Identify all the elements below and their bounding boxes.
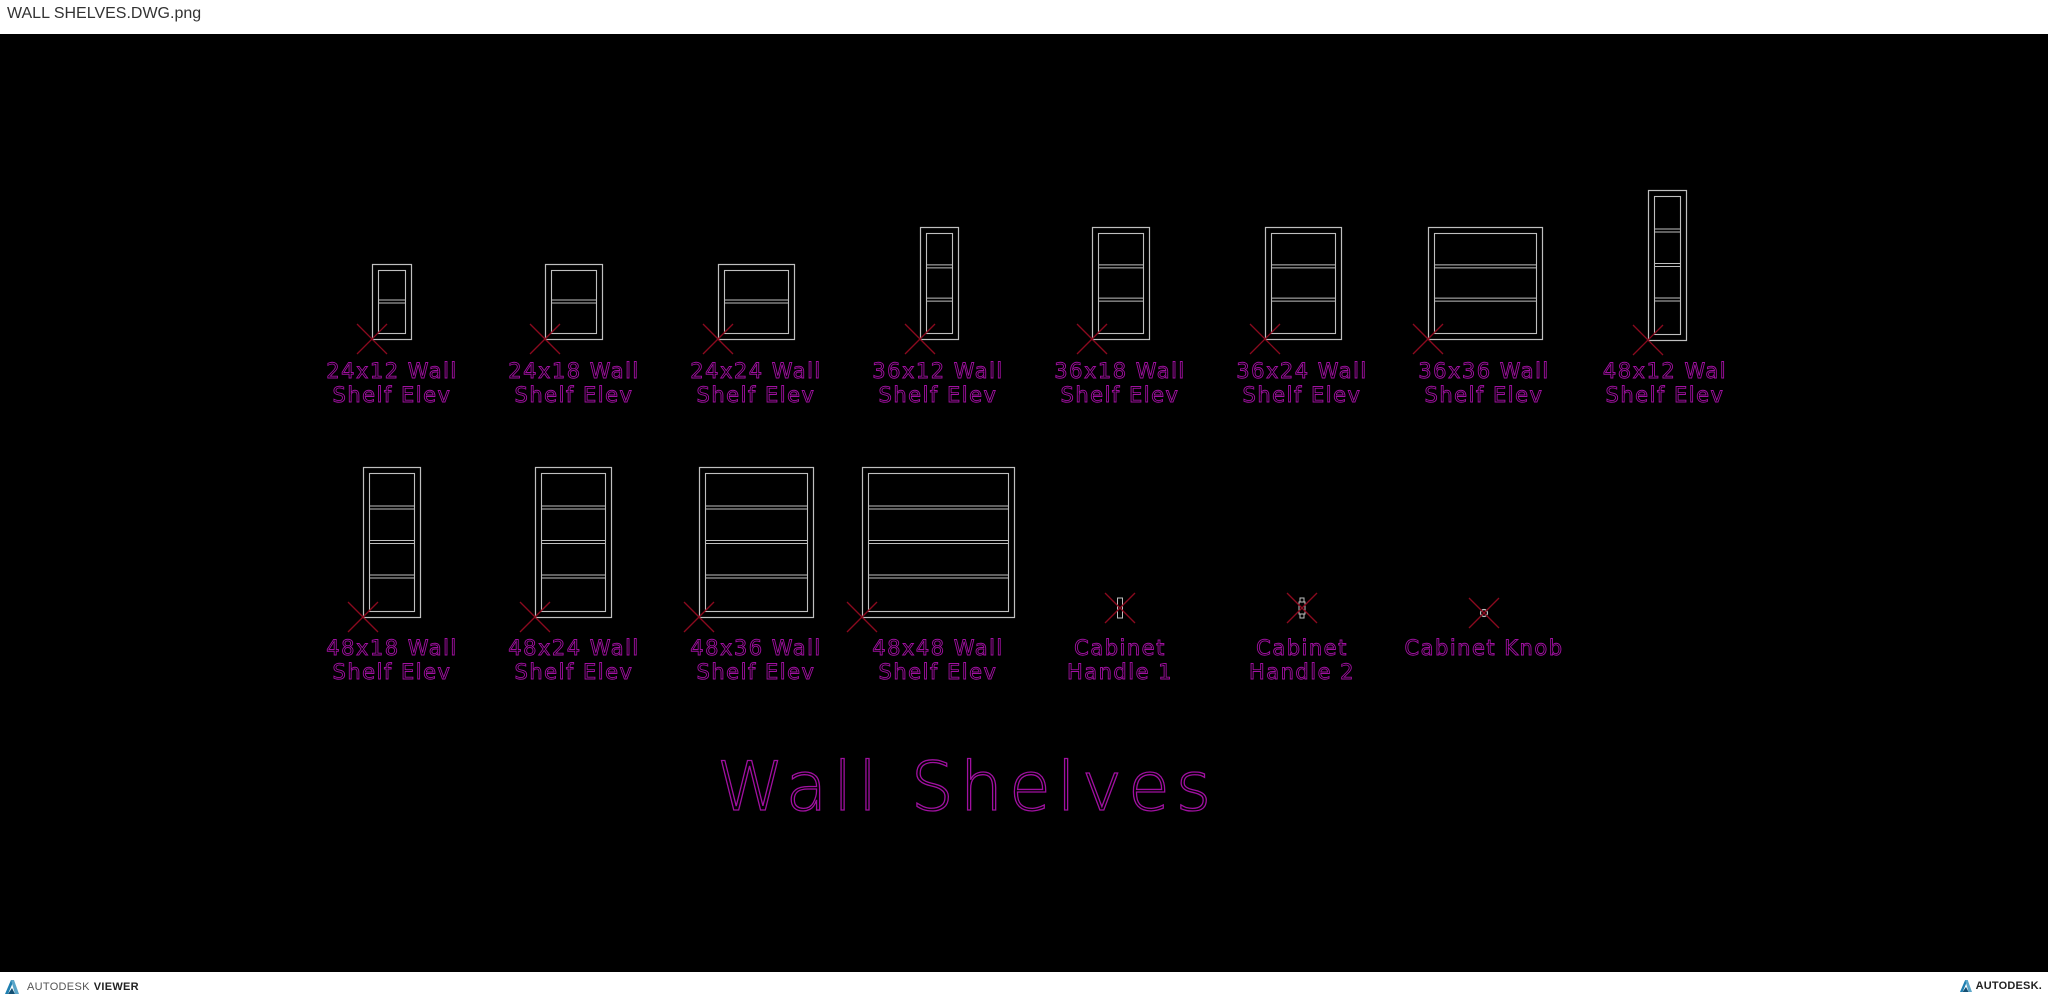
cabinet-knob-icon (1479, 608, 1489, 618)
block-label-line2: Shelf Elev (333, 660, 452, 684)
window-title: WALL SHELVES.DWG.png (7, 5, 202, 22)
autodesk-brand-right[interactable]: AUTODESK. (1959, 980, 2042, 992)
block-label-line1: Cabinet (1256, 636, 1348, 660)
block-label-line2: Shelf Elev (1061, 383, 1180, 407)
insertion-point-icon (1412, 323, 1444, 355)
insertion-point-icon (1286, 592, 1318, 624)
shelf-elevation-icon (717, 263, 796, 341)
cabinet-handle-icon (1298, 597, 1306, 619)
block-label-line2: Shelf Elev (697, 383, 816, 407)
block-label-line1: Cabinet (1074, 636, 1166, 660)
autodesk-logo-icon (5, 980, 19, 994)
autodesk-viewer-brand[interactable]: AUTODESK VIEWER (5, 980, 139, 994)
autodesk-label: AUTODESK (27, 981, 90, 993)
drawing-title: Wall Shelves (717, 748, 1217, 827)
block-label-line2: Shelf Elev (879, 383, 998, 407)
insertion-point-icon (683, 601, 715, 633)
shelf-elevation-icon (698, 466, 815, 619)
block-label-line1: 36x12 Wall (872, 359, 1004, 383)
block-label-line1: Cabinet Knob (1404, 636, 1563, 660)
shelf-elevation-icon (534, 466, 613, 619)
block-label-line2: Shelf Elev (1606, 383, 1725, 407)
block-label-line2: Shelf Elev (515, 383, 634, 407)
insertion-point-icon (702, 323, 734, 355)
insertion-point-icon (356, 323, 388, 355)
shelf-elevation-icon (1091, 226, 1151, 341)
block-label-line1: 24x24 Wall (690, 359, 822, 383)
block-label-line2: Shelf Elev (879, 660, 998, 684)
block-label-line1: 48x36 Wall (690, 636, 822, 660)
insertion-point-icon (1468, 597, 1500, 629)
insertion-point-icon (347, 601, 379, 633)
block-label-line2: Handle 2 (1249, 660, 1355, 684)
insertion-point-icon (1076, 323, 1108, 355)
block-label-line1: 24x18 Wall (508, 359, 640, 383)
block-label-line1: 36x24 Wall (1236, 359, 1368, 383)
block-label-line1: 48x48 Wall (872, 636, 1004, 660)
viewer-label: VIEWER (93, 981, 139, 993)
insertion-point-icon (519, 601, 551, 633)
insertion-point-icon (1104, 592, 1136, 624)
block-label-line1: 48x18 Wall (326, 636, 458, 660)
viewer-footer: AUTODESK VIEWER AUTODESK. (0, 972, 2048, 1003)
hardware-block[interactable]: Cabinet Knob (1404, 597, 1563, 660)
insertion-point-icon (1632, 324, 1664, 356)
shelf-elevation-icon (1427, 226, 1544, 341)
block-label-line2: Shelf Elev (515, 660, 634, 684)
shelf-elevation-icon (919, 226, 960, 341)
insertion-point-icon (846, 601, 878, 633)
shelf-elevation-icon (544, 263, 604, 341)
block-label-line2: Shelf Elev (697, 660, 816, 684)
insertion-point-icon (529, 323, 561, 355)
block-label-line1: 48x24 Wall (508, 636, 640, 660)
block-label-line1: 36x36 Wall (1418, 359, 1550, 383)
insertion-point-icon (904, 323, 936, 355)
cabinet-handle-icon (1117, 597, 1123, 619)
block-label-line1: 24x12 Wall (326, 359, 458, 383)
insertion-point-icon (1249, 323, 1281, 355)
autodesk-wordmark: AUTODESK. (1975, 980, 2042, 992)
block-label-line1: 48x12 Wal (1603, 359, 1727, 383)
block-label-line2: Shelf Elev (1425, 383, 1544, 407)
block-label-line1: 36x18 Wall (1054, 359, 1186, 383)
shelf-elevation-icon (1647, 189, 1688, 342)
block-label-line2: Handle 1 (1067, 660, 1173, 684)
shelf-elevation-icon (371, 263, 413, 341)
shelf-elevation-icon (1264, 226, 1343, 341)
autodesk-logo-icon (1959, 980, 1972, 992)
shelf-elevation-icon (362, 466, 422, 619)
shelf-elevation-icon (861, 466, 1016, 619)
window-titlebar: WALL SHELVES.DWG.png (0, 0, 2048, 34)
block-label-line2: Shelf Elev (1243, 383, 1362, 407)
block-label-line2: Shelf Elev (333, 383, 452, 407)
